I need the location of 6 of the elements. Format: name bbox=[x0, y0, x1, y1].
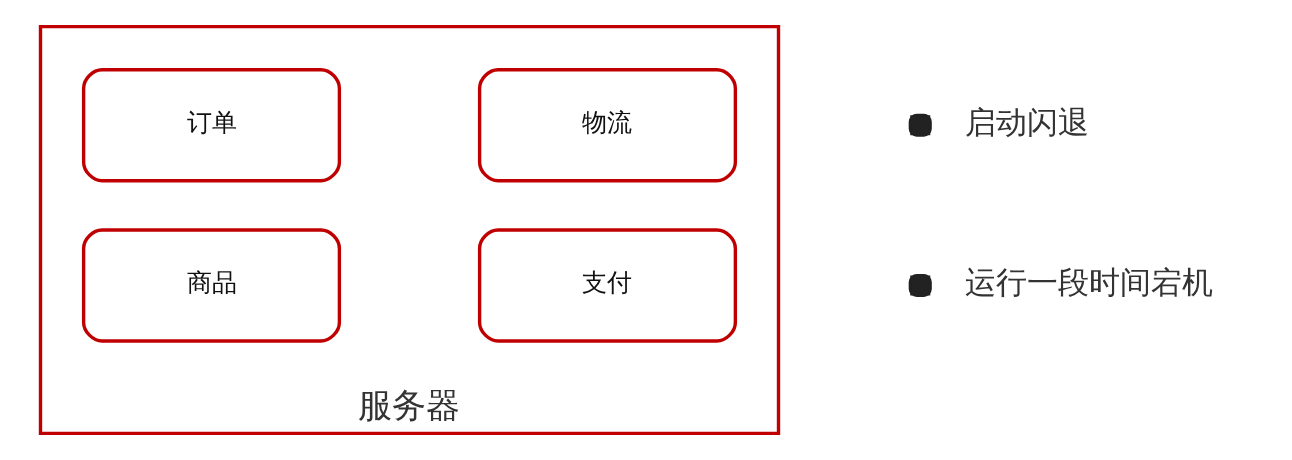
node-box: 商品 bbox=[81, 228, 342, 343]
label: 运行一段时间宕机 bbox=[964, 264, 1213, 301]
node-box: 物流 bbox=[477, 68, 738, 183]
node-box: 订单 bbox=[81, 68, 342, 183]
node-box: 支付 bbox=[477, 228, 738, 343]
label: 启动闪退 bbox=[964, 103, 1089, 140]
